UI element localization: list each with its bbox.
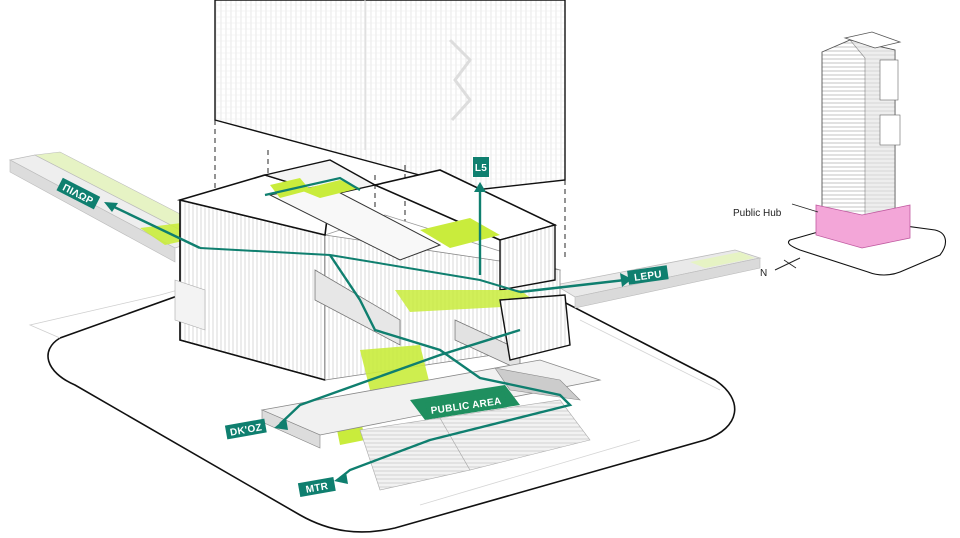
route-arrow-icon (104, 202, 118, 212)
route-arrow-icon (620, 273, 632, 287)
north-arrow-icon: N (760, 257, 801, 279)
svg-text:LEPU: LEPU (634, 269, 663, 284)
public-hub-callout: Public Hub (733, 208, 782, 219)
route-arrow-icon (474, 182, 486, 192)
public-hub-highlight (815, 204, 911, 249)
circulation-routes (104, 176, 632, 484)
svg-text:MTR: MTR (305, 481, 330, 496)
label-tag-right: LEPU (627, 265, 669, 285)
label-tag-bottom: MTR (297, 476, 336, 498)
tower-ghost (214, 0, 566, 300)
north-label: N (760, 268, 767, 279)
route-arrow-icon (274, 418, 288, 430)
route-arrow-icon (334, 472, 348, 484)
svg-text:L5: L5 (475, 163, 487, 174)
public-hub-leader-line (791, 203, 819, 213)
label-tag-upper: L5 (473, 157, 489, 177)
key-tower-diagram: Public Hub (733, 31, 946, 276)
